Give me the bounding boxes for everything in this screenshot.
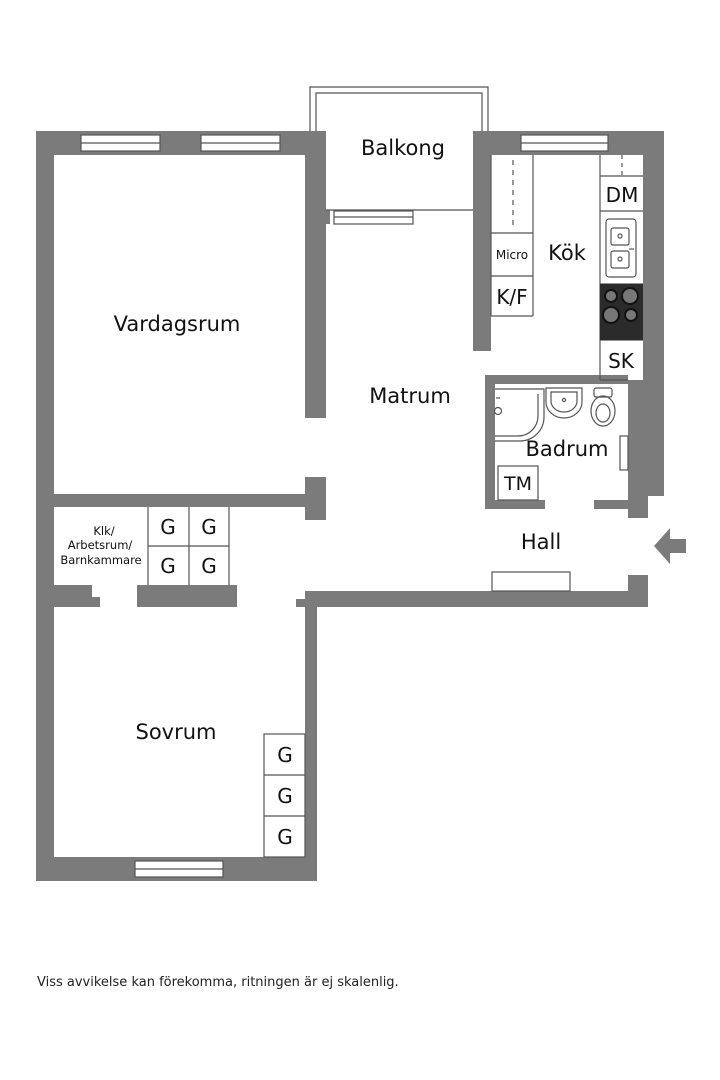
wardrobe-label: G: [160, 515, 176, 539]
bathroom-fixtures: [493, 387, 629, 501]
disclaimer-text: Viss avvikelse kan förekomma, ritningen …: [37, 975, 399, 990]
arrow-left-icon: [654, 528, 686, 564]
wardrobe-label: G: [201, 554, 217, 578]
wardrobe-label: G: [277, 743, 293, 767]
wardrobe-label: G: [277, 784, 293, 808]
washbasin-icon: [545, 387, 583, 419]
room-label-kok: Kök: [548, 241, 587, 265]
room-label-klk-line2: Arbetsrum/: [68, 538, 133, 552]
room-label-balkong: Balkong: [361, 136, 445, 160]
fixture-label-kf: K/F: [496, 285, 527, 309]
washing-machine: [497, 465, 539, 501]
room-label-vardagsrum: Vardagsrum: [114, 312, 241, 336]
bathroom-cabinet: [619, 435, 629, 471]
room-label-hall: Hall: [521, 530, 561, 554]
wardrobe-label: G: [277, 825, 293, 849]
hall-shelf: [491, 571, 571, 592]
room-label-klk-line1: Klk/: [93, 524, 114, 538]
windows: [80, 134, 609, 878]
fixture-label-sk: SK: [608, 349, 635, 373]
wardrobe-label: G: [201, 515, 217, 539]
fixture-label-micro: Micro: [496, 248, 528, 262]
wardrobes: [147, 507, 306, 858]
wardrobe-labels: G G G G G G G: [160, 515, 293, 849]
balcony: [309, 86, 489, 211]
room-label-klk-line3: Barnkammare: [60, 553, 141, 567]
room-label-matrum: Matrum: [369, 384, 451, 408]
sink-icon: [605, 218, 637, 278]
stove-icon: [600, 284, 643, 340]
fixture-label-dm: DM: [606, 183, 639, 207]
walls: [36, 131, 664, 881]
kitchen-fixtures: [490, 155, 643, 381]
toilet-icon: [590, 387, 616, 427]
room-label-sovrum: Sovrum: [135, 720, 216, 744]
shower-icon: [493, 388, 545, 442]
wardrobe-label: G: [160, 554, 176, 578]
fixture-label-tm: TM: [503, 473, 532, 495]
room-label-badrum: Badrum: [525, 437, 608, 461]
hall-fixtures: [491, 571, 571, 592]
